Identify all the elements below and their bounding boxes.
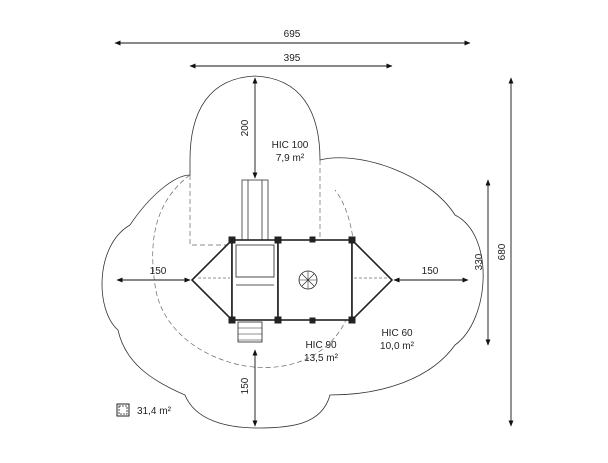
slide bbox=[241, 179, 269, 241]
hic60-name: HIC 60 bbox=[381, 328, 413, 339]
hic90-area: 13,5 m² bbox=[304, 353, 339, 364]
hic100-zone-boundary bbox=[189, 160, 321, 246]
left-extension-label: 150 bbox=[150, 266, 167, 277]
top-extension-label: 200 bbox=[240, 119, 251, 136]
hic90-name: HIC 90 bbox=[305, 340, 337, 351]
side-height-label: 330 bbox=[474, 253, 485, 270]
hic100-name: HIC 100 bbox=[272, 140, 309, 151]
hic100-area: 7,9 m² bbox=[276, 153, 305, 164]
area-legend-icon bbox=[116, 403, 130, 417]
safety-zone-outline bbox=[101, 75, 484, 429]
overall-width-label: 695 bbox=[284, 29, 301, 40]
right-extension-label: 150 bbox=[422, 266, 439, 277]
total-area-label: 31,4 m² bbox=[137, 406, 172, 417]
play-structure bbox=[190, 236, 394, 343]
overall-height-label: 680 bbox=[497, 243, 508, 260]
tower-width-label: 395 bbox=[284, 53, 301, 64]
bottom-extension-label: 150 bbox=[240, 377, 251, 394]
hic60-area: 10,0 m² bbox=[380, 341, 415, 352]
